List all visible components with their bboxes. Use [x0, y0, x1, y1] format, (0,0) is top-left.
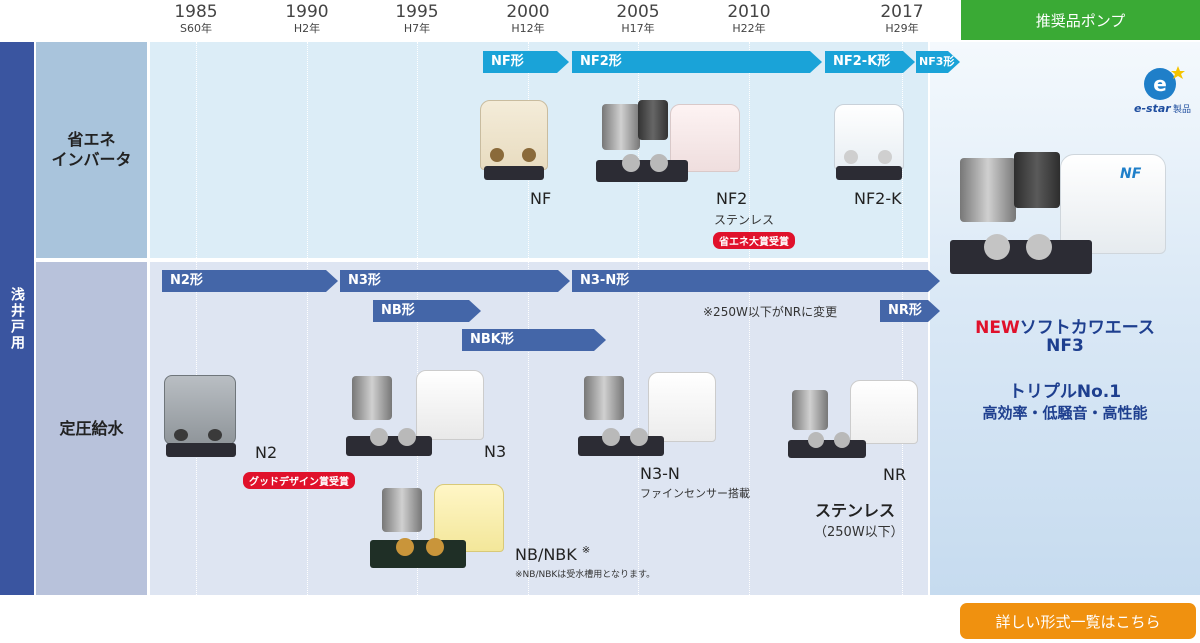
- nf3-cover-badge: NF: [1120, 166, 1142, 182]
- nbnbk-note: ※NB/NBKは受水槽用となります。: [515, 570, 656, 580]
- new-product-model: NF3: [1046, 336, 1084, 356]
- n2-pump-image: [162, 375, 240, 457]
- svg-text:e: e: [1153, 72, 1167, 96]
- nf-pump-image: [478, 100, 550, 180]
- nf2-material: ステンレス: [714, 213, 775, 227]
- side-label: 浅井戸用: [0, 42, 34, 595]
- product-name-nf2k: NF2-K: [854, 189, 902, 208]
- detail-list-button[interactable]: 詳しい形式一覧はこちら: [960, 603, 1196, 639]
- arrow-nf: NF形: [483, 51, 569, 73]
- product-name-nbnbk: NB/NBK ※: [515, 545, 590, 564]
- year-label: 2005: [616, 2, 660, 22]
- n3n-pump-image: [578, 372, 718, 460]
- product-name-n3: N3: [484, 442, 507, 461]
- nbnbk-mark: ※: [581, 545, 591, 556]
- era-label: H29年: [885, 22, 919, 35]
- arrow-nf2k: NF2-K形: [825, 51, 915, 73]
- arrow-n2: N2形: [162, 270, 338, 292]
- nf2-pump-image: [596, 98, 742, 186]
- row-label-text: 定圧給水: [59, 418, 124, 438]
- era-label: S60年: [180, 22, 212, 35]
- arrow-nr: NR形: [880, 300, 940, 322]
- era-label: H17年: [621, 22, 655, 35]
- era-label: H7年: [403, 22, 431, 35]
- year-label: 1985: [174, 2, 218, 22]
- product-name-n2: N2: [255, 443, 278, 462]
- e-star-logo: e e-star 製品: [1128, 62, 1196, 118]
- n2-award-badge: グッドデザイン賞受賞: [243, 472, 355, 489]
- nbnbk-name: NB/NBK: [515, 545, 577, 564]
- product-name-nf2: NF2: [716, 189, 748, 208]
- nr-change-note: ※250W以下がNRに変更: [703, 305, 838, 319]
- arrow-nb: NB形: [373, 300, 481, 322]
- era-label: H12年: [511, 22, 545, 35]
- era-label: H2年: [293, 22, 321, 35]
- arrow-n3: N3形: [340, 270, 570, 292]
- triple-no1: トリプルNo.1: [1008, 382, 1122, 402]
- new-product-title: NEWソフトカワエース: [930, 313, 1200, 338]
- row-label-inverter: 省エネインバータ: [36, 42, 147, 258]
- year-label: 2017: [880, 2, 924, 22]
- nr-power-note: （250W以下）: [814, 525, 904, 540]
- row-label-line1: 省エネ: [67, 130, 116, 149]
- arrow-nf3: NF3形: [916, 51, 960, 73]
- recommended-header: 推奨品ポンプ: [961, 0, 1200, 40]
- nr-pump-image: [788, 380, 920, 462]
- arrow-nf2: NF2形: [572, 51, 822, 73]
- product-name-nf: NF: [530, 189, 552, 208]
- brand-text: e-star: [1134, 102, 1171, 115]
- year-label: 1995: [395, 2, 439, 22]
- new-label: NEW: [975, 318, 1020, 338]
- product-name-n3n: N3-N: [640, 464, 680, 483]
- brand-suffix: 製品: [1173, 103, 1191, 115]
- year-label: 2000: [506, 2, 550, 22]
- nf3-pump-image: NF: [950, 148, 1168, 284]
- year-label: 1990: [285, 2, 329, 22]
- arrow-n3n: N3-N形: [572, 270, 940, 292]
- nr-material: ステンレス: [815, 501, 896, 520]
- product-name-nr: NR: [883, 465, 907, 484]
- nf2k-pump-image: [832, 104, 906, 180]
- n3n-feature: ファインセンサー搭載: [640, 487, 750, 500]
- row-label-line2: インバータ: [51, 150, 132, 169]
- nbnbk-pump-image: [370, 484, 506, 570]
- arrow-nbk: NBK形: [462, 329, 606, 351]
- nf2-award-badge: 省エネ大賞受賞: [713, 232, 795, 249]
- row-label-constant: 定圧給水: [36, 262, 147, 595]
- era-label: H22年: [732, 22, 766, 35]
- year-label: 2010: [727, 2, 771, 22]
- side-label-text: 浅井戸用: [9, 286, 25, 351]
- recommended-panel: [930, 42, 1200, 595]
- new-product-name: ソフトカワエース: [1019, 318, 1155, 338]
- feature-list: 高効率・低騒音・高性能: [982, 404, 1148, 422]
- n3-pump-image: [346, 370, 486, 458]
